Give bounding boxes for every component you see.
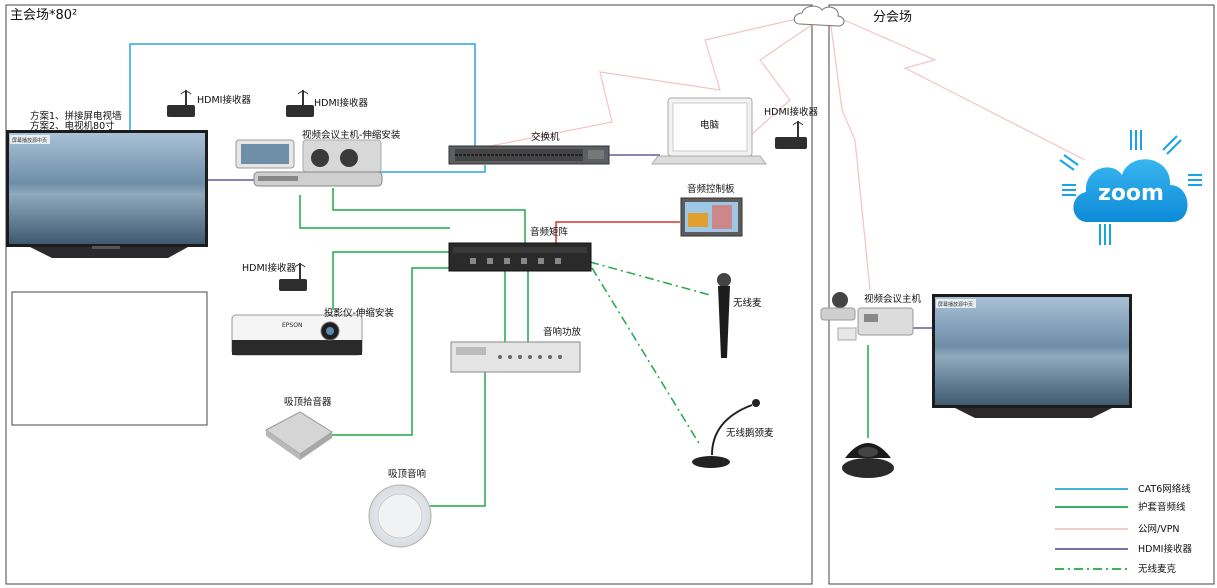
tv-screen-label: 屏幕播放源中页: [12, 137, 47, 144]
audio-cable: [332, 267, 450, 436]
tv-plan-line-2: 方案2、电视机80寸: [30, 120, 115, 132]
amplifier: [450, 341, 581, 373]
legend-label: 护套音频线: [1138, 501, 1186, 513]
main-room-title: 主会场*80²: [10, 8, 77, 23]
branch-tv: 屏幕播放源中页: [932, 294, 1132, 418]
vpn-line: [834, 15, 1086, 161]
vc-host-main-label: 视频会议主机-伸缩安装: [302, 129, 401, 141]
network-switch: [448, 145, 610, 165]
legend-label: 无线麦克: [1138, 563, 1177, 575]
gooseneck-mic-label: 无线鹅颈麦: [726, 427, 774, 439]
branch-room-frame: [828, 4, 1215, 585]
hdmi-receiver-1: [167, 90, 195, 117]
audio-cable: [430, 372, 486, 507]
audio-cable: [332, 251, 450, 310]
hdmi-receiver-1-label: HDMI接收器: [197, 94, 251, 106]
cat6-cable: [129, 43, 476, 148]
vc-host-branch: [820, 292, 914, 341]
zoom-cloud: [1059, 130, 1202, 245]
ceiling-speaker: [368, 484, 432, 548]
placeholder-box: [11, 291, 208, 426]
hdmi-receiver-2: [286, 90, 314, 117]
ceiling-mic: [265, 411, 333, 460]
audio-cable: [299, 195, 450, 229]
branch-tv-screen-label: 屏幕播放源中页: [938, 301, 973, 308]
wireless-link: [591, 267, 701, 446]
speakerphone: [842, 443, 894, 478]
tv-plan-line-1: 方案1、拼接屏电视墙: [30, 110, 122, 122]
switch-label: 交换机: [531, 131, 560, 143]
branch-room-title: 分会场: [873, 10, 912, 25]
hdmi-receiver-4-label: HDMI接收器: [242, 262, 296, 274]
cat6-cable: [380, 165, 486, 173]
legend-label: HDMI接收器: [1138, 543, 1192, 555]
laptop-label: 电脑: [700, 119, 719, 131]
audio-matrix-label: 音频矩阵: [530, 226, 569, 238]
wireless-link: [589, 261, 711, 296]
hdmi-receiver-2-label: HDMI接收器: [314, 97, 368, 109]
ceiling-mic-label: 吸顶拾音器: [284, 396, 332, 408]
audio-control-panel-label: 音频控制板: [687, 183, 735, 195]
legend-label: 公网/VPN: [1138, 524, 1180, 535]
vpn-line: [739, 17, 823, 146]
wireless-mic-label: 无线麦: [733, 297, 762, 309]
projector-brand: EPSON: [282, 322, 302, 329]
zoom-logo-text: zoom: [1098, 181, 1164, 206]
vpn-line: [829, 17, 871, 291]
vpn-line: [469, 13, 819, 151]
hdmi-receiver-3-label: HDMI接收器: [764, 106, 818, 118]
vc-host-main: [235, 139, 383, 187]
internet-cloud-icon: [793, 5, 845, 27]
projector: [231, 314, 363, 356]
amplifier-label: 音响功放: [543, 326, 582, 338]
ceiling-speaker-label: 吸顶音响: [388, 468, 426, 480]
audio-matrix: [448, 242, 592, 272]
hdmi-receiver-3: [775, 121, 807, 149]
vc-host-branch-label: 视频会议主机: [864, 293, 922, 305]
laptop: [651, 97, 767, 165]
audio-control-panel: [680, 197, 743, 237]
wireless-mic: [717, 273, 731, 358]
projector-label: 投影仪-伸缩安装: [324, 307, 394, 319]
legend-label: CAT6网络线: [1138, 483, 1191, 495]
main-room-frame: [5, 4, 813, 585]
audio-cable: [332, 188, 526, 243]
gooseneck-mic: [692, 399, 760, 468]
hdmi-receiver-4: [279, 263, 307, 291]
main-tv: 屏幕播放源中页: [6, 130, 208, 258]
control-cable: [555, 221, 680, 244]
